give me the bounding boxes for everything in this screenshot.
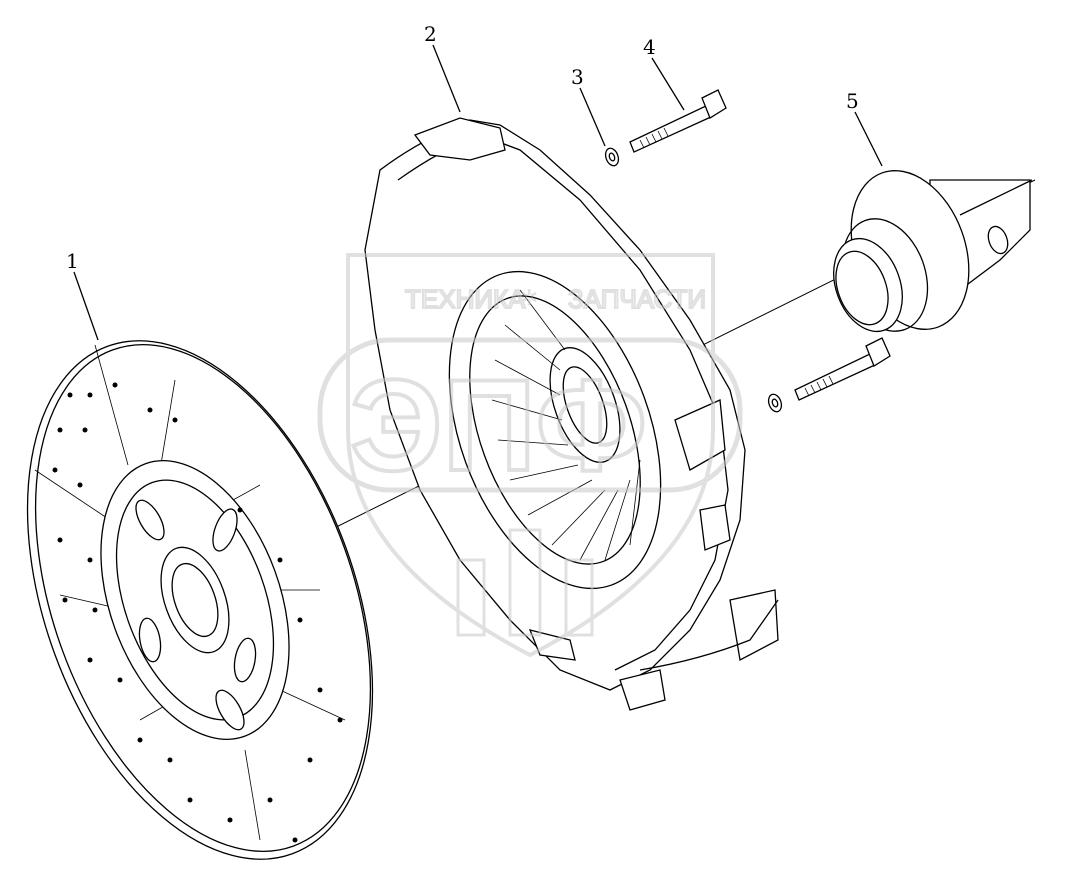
callout-leaders xyxy=(73,44,883,341)
callout-5: 5 xyxy=(846,89,859,113)
washer-drawing xyxy=(604,147,783,413)
callout-2: 2 xyxy=(424,22,437,46)
clutch-disc-drawing xyxy=(26,340,374,860)
bolt-drawing xyxy=(629,89,891,401)
release-bearing-drawing xyxy=(833,170,1033,333)
callout-3: 3 xyxy=(571,65,584,89)
watermark-logo-text: ЭПФ xyxy=(350,352,647,498)
building-icon xyxy=(456,528,594,637)
watermark-text-right: ЗАПЧАСТИ xyxy=(568,284,706,314)
gear-icon: ✲ xyxy=(520,285,538,310)
watermark-text-left: ТЕХНИКА xyxy=(405,284,526,314)
pressure-plate-drawing xyxy=(364,117,779,711)
callout-4: 4 xyxy=(643,35,656,59)
watermark-logo: ТЕХНИКА ЗАПЧАСТИ ✲ ЭПФ xyxy=(317,253,743,658)
callout-1: 1 xyxy=(66,249,79,273)
